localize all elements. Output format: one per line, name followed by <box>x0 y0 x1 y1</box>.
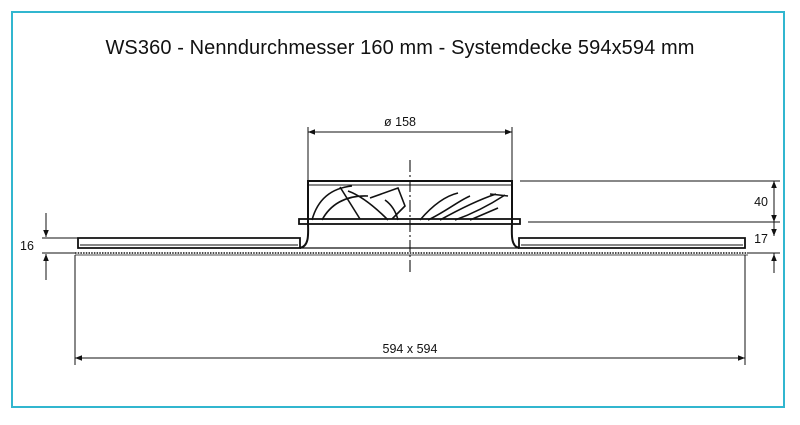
height-top-label: 40 <box>754 195 768 209</box>
width-dimension <box>74 255 746 365</box>
right-height-dimensions <box>520 180 780 273</box>
diameter-label: ø 158 <box>384 115 416 129</box>
swirl-vanes <box>311 185 509 221</box>
ceiling-panel <box>75 237 748 256</box>
drawing-frame <box>11 11 785 408</box>
left-height-dimension <box>42 213 78 280</box>
width-label: 594 x 594 <box>383 342 438 356</box>
height-right-label: 17 <box>754 232 768 246</box>
diameter-dimension <box>307 127 513 181</box>
height-left-label: 16 <box>20 239 34 253</box>
drawing-title: WS360 - Nenndurchmesser 160 mm - Systemd… <box>105 37 695 59</box>
